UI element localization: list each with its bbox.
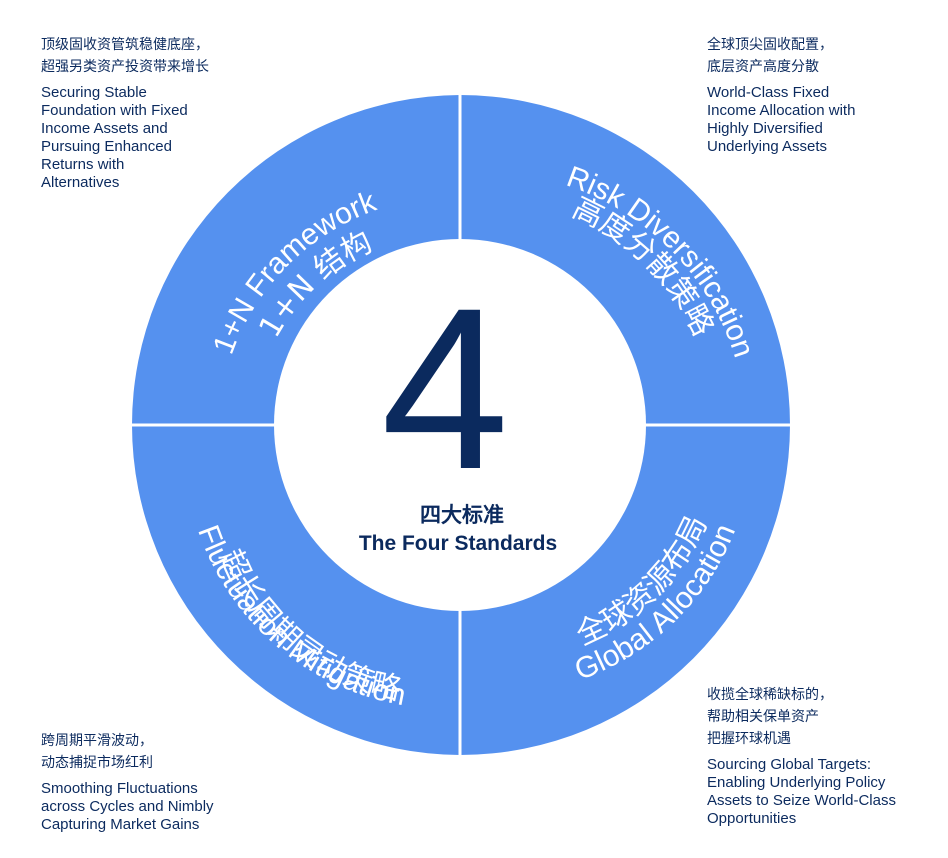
center-number: 4: [381, 260, 509, 517]
note-line: 帮助相关保单资产: [707, 709, 819, 725]
note-line: Opportunities: [707, 810, 797, 827]
note-line: 动态捕捉市场红利: [41, 755, 153, 771]
note-top-right-en: World-Class Fixed Income Allocation with…: [707, 84, 947, 156]
note-bottom-left: 跨周期平滑波动， 动态捕捉市场红利 Smoothing Fluctuations…: [41, 730, 281, 834]
note-top-left: 顶级固收资管筑稳健底座， 超强另类资产投资带来增长 Securing Stabl…: [41, 34, 281, 192]
note-line: Enabling Underlying Policy: [707, 774, 886, 791]
note-line: Sourcing Global Targets:: [707, 756, 871, 773]
note-top-right-zh: 全球顶尖固收配置， 底层资产高度分散: [707, 34, 947, 78]
note-line: Income Allocation with: [707, 102, 856, 119]
note-line: 底层资产高度分散: [707, 59, 819, 75]
note-top-left-en: Securing Stable Foundation with Fixed In…: [41, 84, 281, 192]
note-line: Returns with: [41, 156, 125, 173]
note-bottom-left-zh: 跨周期平滑波动， 动态捕捉市场红利: [41, 730, 281, 774]
note-bottom-right-en: Sourcing Global Targets: Enabling Underl…: [707, 756, 947, 828]
note-line: Underlying Assets: [707, 138, 828, 155]
segment-top-left: [131, 95, 460, 425]
note-line: 把握环球机遇: [707, 731, 791, 747]
note-bottom-left-en: Smoothing Fluctuations across Cycles and…: [41, 780, 281, 834]
note-top-right: 全球顶尖固收配置， 底层资产高度分散 World-Class Fixed Inc…: [707, 34, 947, 156]
center-title-zh: 四大标准: [420, 503, 504, 527]
note-line: Smoothing Fluctuations: [41, 780, 198, 797]
note-line: 顶级固收资管筑稳健底座，: [41, 37, 209, 53]
note-line: World-Class Fixed: [707, 84, 830, 101]
note-line: Highly Diversified: [707, 120, 823, 137]
note-top-left-zh: 顶级固收资管筑稳健底座， 超强另类资产投资带来增长: [41, 34, 281, 78]
note-bottom-right-zh: 收揽全球稀缺标的， 帮助相关保单资产 把握环球机遇: [707, 684, 947, 750]
note-line: across Cycles and Nimbly: [41, 798, 214, 815]
note-line: Foundation with Fixed: [41, 102, 188, 119]
note-line: Capturing Market Gains: [41, 816, 200, 833]
segment-top-right: [460, 95, 790, 425]
note-line: 跨周期平滑波动，: [41, 733, 153, 749]
center-circle: [274, 239, 646, 611]
note-line: Assets to Seize World-Class: [707, 792, 896, 809]
note-line: 全球顶尖固收配置，: [707, 37, 833, 53]
note-line: 收揽全球稀缺标的，: [707, 687, 833, 703]
note-line: Securing Stable: [41, 84, 147, 101]
note-line: Income Assets and: [41, 120, 168, 137]
note-line: 超强另类资产投资带来增长: [41, 59, 209, 75]
note-line: Alternatives: [41, 174, 120, 191]
segment-bottom-left: [131, 425, 460, 755]
center-title-en: The Four Standards: [359, 532, 557, 555]
note-bottom-right: 收揽全球稀缺标的， 帮助相关保单资产 把握环球机遇 Sourcing Globa…: [707, 684, 947, 828]
note-line: Pursuing Enhanced: [41, 138, 172, 155]
segment-bottom-right: [460, 425, 790, 755]
